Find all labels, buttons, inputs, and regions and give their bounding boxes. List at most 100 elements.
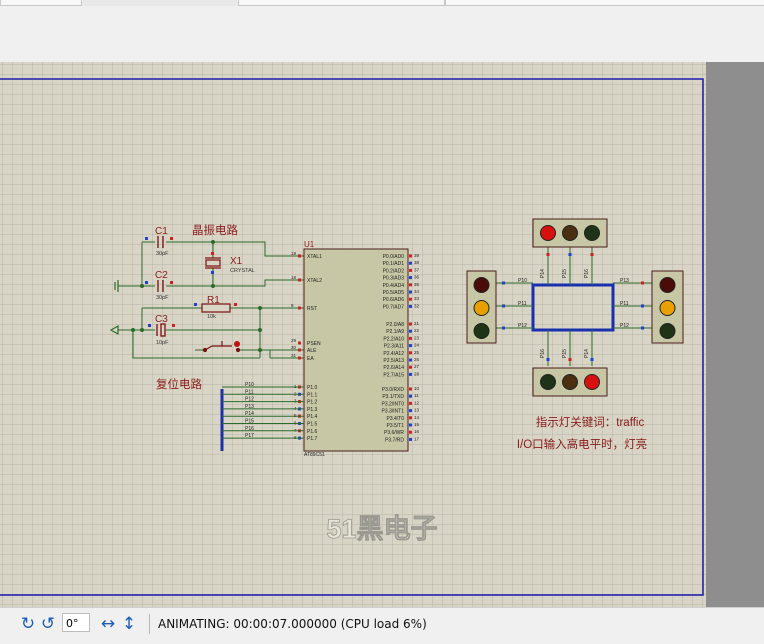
status-separator [149,614,150,634]
watermark-title: 51黑电子 [326,514,437,544]
top-panel [0,6,764,63]
mcu-pin-marker [409,268,412,272]
note-line1: 指示灯关键词：traffic [536,415,645,429]
mcu-pin-marker [409,365,412,369]
net-label: P14 [584,349,590,358]
c1-value: 30pF [156,251,169,257]
mcu-pin-marker [409,387,412,391]
lamp [540,374,556,390]
capacitor-c3 [156,323,166,337]
mcu-pin-name: P0.0/AD0 [383,254,405,260]
mcu-part: AT89C51 [304,452,325,458]
reset-button [202,341,241,353]
mcu-pin-name: P0.6/AD6 [383,297,405,303]
lamp [473,277,490,293]
mcu-pin-number: 31 [291,353,297,358]
mcu-pin-number: 39 [414,253,420,258]
capacitor-c1 [157,236,164,248]
mirror-vertical-icon[interactable]: ↕ [121,614,137,634]
intersection-box [531,283,615,332]
traffic-light-east [651,270,684,344]
mcu-pin-name: P3.7/RD [385,437,404,443]
pin-marker [568,358,572,361]
toolbar-segment[interactable] [445,0,764,6]
mcu-pin-name: PSEN [307,341,321,347]
mcu-pin-name: P1.0 [307,385,318,391]
mcu-pin-number: 28 [414,371,420,376]
mcu-u1[interactable]: U1 AT89C51 19XTAL118XTAL29RST29PSEN30ALE… [291,240,420,458]
c2-label: C2 [155,270,168,281]
mcu-pin-name: P3.3/INT1 [381,409,404,415]
net-label: P10 [518,278,527,284]
top-toolbar-strip [0,0,764,6]
mcu-pin-number: 30 [291,345,297,350]
mcu-pin-name: P3.1/TXD [382,394,404,400]
toolbar-segment[interactable] [0,0,82,6]
power-symbol [109,324,119,336]
schematic-canvas[interactable]: C1 30pF C2 30pF C3 10pF X1 CRYSTAL R1 10… [0,62,764,607]
mcu-pin-name: P0.5/AD5 [383,290,405,296]
mcu-pin-marker [298,356,301,360]
mcu-pin-number: 27 [414,364,420,369]
rotate-ccw-icon[interactable]: ↺ [40,614,56,634]
toolbar-segment[interactable] [238,0,445,6]
traffic-lights [466,218,684,397]
mirror-horizontal-icon[interactable]: ↔ [100,614,116,634]
mcu-pin-number: 32 [414,303,420,308]
pin-marker [546,358,550,361]
ground-symbol [114,280,119,292]
mcu-pin-name: P1.3 [307,407,318,413]
c1-label: C1 [155,226,168,237]
junction-dots [131,240,262,352]
mcu-pin-marker [409,358,412,362]
mcu-pin-marker [298,254,301,258]
mcu-pin-name: P0.1/AD1 [383,261,405,267]
net-label: P13 [245,404,254,410]
mcu-pin-name: P2.3/A11 [384,344,404,350]
mcu-pin-marker [409,254,412,258]
mcu-pin-name: XTAL2 [307,278,322,284]
mcu-pin-name: P0.2/AD2 [383,268,405,274]
net-label: P12 [620,323,629,329]
mcu-pin-name: P1.1 [307,392,318,398]
mcu-pin-number: 29 [291,338,297,343]
lamp [473,300,490,316]
mcu-pin-number: 24 [414,343,420,348]
mcu-pin-number: 10 [414,386,420,391]
mcu-pin-name: P1.6 [307,429,318,435]
mcu-pin-number: 14 [414,415,420,420]
net-label: P14 [540,269,546,278]
mcu-pin-marker [409,437,412,441]
r1-value: 10k [207,314,216,320]
schematic-svg[interactable]: C1 30pF C2 30pF C3 10pF X1 CRYSTAL R1 10… [0,62,764,607]
lamp [540,225,556,241]
lamp [562,225,578,241]
net-label: P16 [245,426,254,432]
mcu-pin-marker [409,430,412,434]
pin-marker [641,304,644,308]
net-label: P11 [518,301,527,307]
c3-value: 10pF [156,340,169,346]
rotate-cw-icon[interactable]: ↻ [20,614,36,634]
mcu-pin-name: P2.1/A9 [386,329,404,335]
mcu-pin-marker [409,329,412,333]
pin-marker [641,281,644,285]
mcu-pin-number: 13 [414,408,420,413]
lamp [584,225,600,241]
mcu-pin-marker [409,416,412,420]
rotation-angle-field[interactable]: 0° [62,613,90,632]
mcu-pin-name: P1.4 [307,414,318,420]
x1-type: CRYSTAL [230,268,255,274]
mcu-pin-name: P2.4/A12 [383,351,404,357]
mcu-pin-number: 35 [414,282,420,287]
mcu-pin-marker [409,290,412,294]
capacitor-c2 [157,280,164,292]
mcu-pin-number: 23 [414,335,420,340]
mcu-pin-marker [409,322,412,326]
traffic-light-west [466,270,497,344]
mcu-pin-name: EA [307,356,314,362]
net-label: P17 [245,433,254,439]
